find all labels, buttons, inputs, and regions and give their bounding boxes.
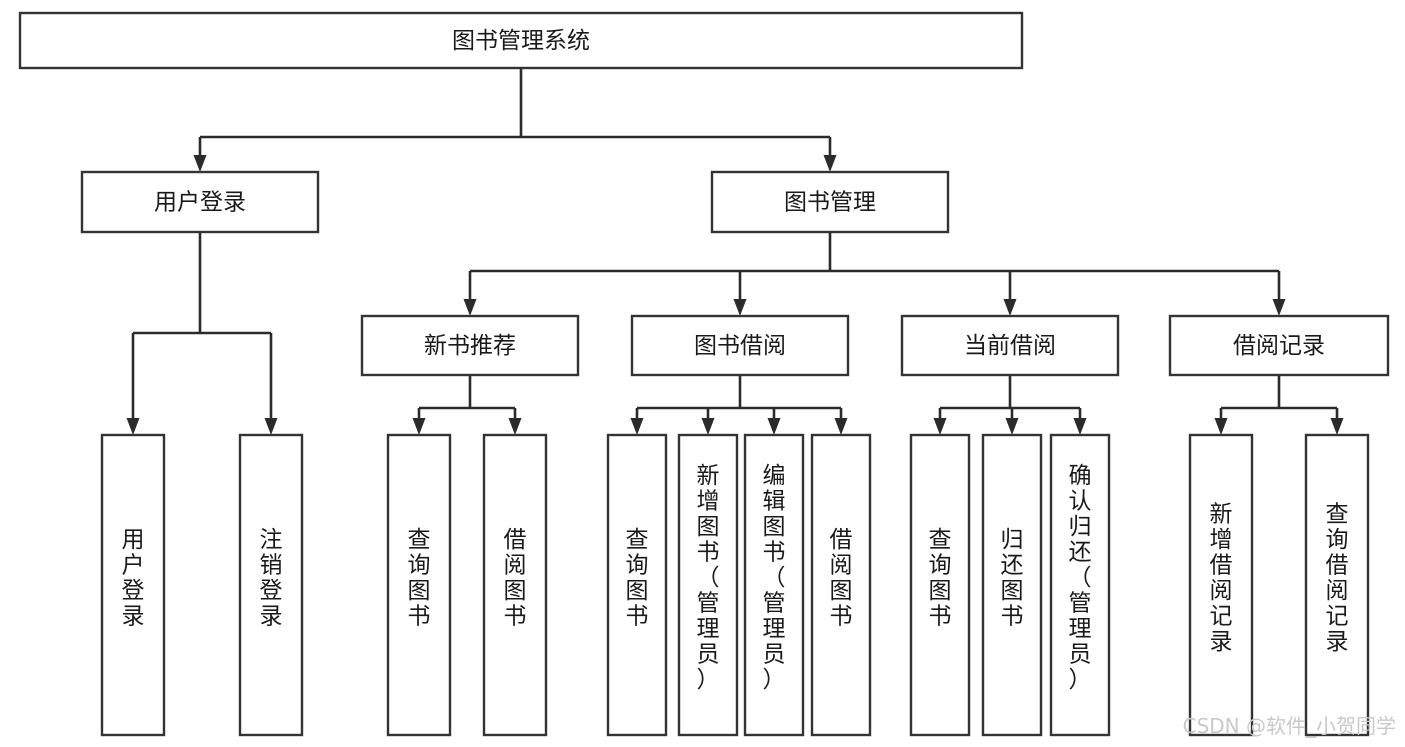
node-label-new-book-rec: 新书推荐 xyxy=(424,333,516,359)
node-current-borrow[interactable]: 当前借阅 xyxy=(900,314,1120,377)
nodes-layer: 图书管理系统用户登录图书管理新书推荐图书借阅当前借阅借阅记录用户登录注销登录查询… xyxy=(18,11,1390,737)
node-leaf-query-book-3[interactable]: 查询图书 xyxy=(909,433,971,737)
edge-group-current-borrow xyxy=(933,375,1087,435)
node-label-current-borrow: 当前借阅 xyxy=(964,333,1056,359)
node-borrow-record[interactable]: 借阅记录 xyxy=(1168,314,1390,377)
edge-group-user-login xyxy=(126,232,278,435)
node-leaf-confirm-return[interactable]: 确认归还（管理员） xyxy=(1049,433,1111,737)
node-box-leaf-query-book-3[interactable] xyxy=(909,433,971,737)
node-box-book-manage[interactable] xyxy=(710,170,950,234)
node-label-leaf-logout: 注销登录 xyxy=(260,527,283,630)
node-label-book-manage: 图书管理 xyxy=(784,190,876,216)
node-leaf-add-record[interactable]: 新增借阅记录 xyxy=(1188,433,1254,737)
node-label-borrow-record: 借阅记录 xyxy=(1233,333,1325,359)
csdn-watermark: CSDN @软件_小贺同学 xyxy=(1183,714,1396,738)
node-root[interactable]: 图书管理系统 xyxy=(18,11,1024,70)
node-label-book-borrow: 图书借阅 xyxy=(694,333,786,359)
node-label-leaf-user-login: 用户登录 xyxy=(122,527,145,630)
edge-group-root xyxy=(193,68,837,172)
node-leaf-edit-book[interactable]: 编辑图书（管理员） xyxy=(743,433,805,737)
node-label-leaf-add-book: 新增图书（管理员） xyxy=(697,463,720,693)
node-label-leaf-borrow-book-2: 借阅图书 xyxy=(830,527,853,630)
node-box-current-borrow[interactable] xyxy=(900,314,1120,377)
edge-group-book-manage xyxy=(463,232,1286,316)
node-label-leaf-borrow-book-1: 借阅图书 xyxy=(504,527,527,630)
node-leaf-query-record[interactable]: 查询借阅记录 xyxy=(1304,433,1370,737)
node-box-user-login[interactable] xyxy=(80,170,320,234)
node-user-login[interactable]: 用户登录 xyxy=(80,170,320,234)
node-label-leaf-query-book-2: 查询图书 xyxy=(626,527,649,630)
node-label-leaf-add-record: 新增借阅记录 xyxy=(1210,501,1233,655)
node-box-leaf-query-book-2[interactable] xyxy=(606,433,668,737)
edge-group-book-borrow xyxy=(630,375,848,435)
node-box-book-borrow[interactable] xyxy=(630,314,850,377)
node-box-leaf-confirm-return[interactable] xyxy=(1049,433,1111,737)
node-box-leaf-add-record[interactable] xyxy=(1188,433,1254,737)
node-box-leaf-query-record[interactable] xyxy=(1304,433,1370,737)
node-box-leaf-logout[interactable] xyxy=(238,433,304,737)
node-label-user-login: 用户登录 xyxy=(154,190,246,216)
node-label-leaf-confirm-return: 确认归还（管理员） xyxy=(1069,463,1092,693)
node-label-leaf-return-book: 归还图书 xyxy=(1001,527,1024,630)
node-box-leaf-user-login[interactable] xyxy=(100,433,166,737)
edge-group-new-book-rec xyxy=(412,375,522,435)
node-leaf-borrow-book-2[interactable]: 借阅图书 xyxy=(810,433,872,737)
node-box-leaf-borrow-book-2[interactable] xyxy=(810,433,872,737)
node-label-leaf-query-book-1: 查询图书 xyxy=(408,527,431,630)
node-box-borrow-record[interactable] xyxy=(1168,314,1390,377)
node-new-book-rec[interactable]: 新书推荐 xyxy=(360,314,580,377)
node-label-leaf-query-record: 查询借阅记录 xyxy=(1326,501,1349,655)
node-leaf-user-login[interactable]: 用户登录 xyxy=(100,433,166,737)
node-leaf-add-book[interactable]: 新增图书（管理员） xyxy=(677,433,739,737)
node-label-leaf-edit-book: 编辑图书（管理员） xyxy=(763,463,786,693)
node-label-root: 图书管理系统 xyxy=(452,28,590,54)
node-leaf-query-book-2[interactable]: 查询图书 xyxy=(606,433,668,737)
node-label-leaf-query-book-3: 查询图书 xyxy=(929,527,952,630)
edges-layer xyxy=(126,68,1344,435)
node-box-new-book-rec[interactable] xyxy=(360,314,580,377)
edge-group-borrow-record xyxy=(1214,375,1344,435)
node-box-root[interactable] xyxy=(18,11,1024,70)
node-leaf-borrow-book-1[interactable]: 借阅图书 xyxy=(482,433,548,737)
node-book-borrow[interactable]: 图书借阅 xyxy=(630,314,850,377)
node-leaf-logout[interactable]: 注销登录 xyxy=(238,433,304,737)
node-box-leaf-borrow-book-1[interactable] xyxy=(482,433,548,737)
node-book-manage[interactable]: 图书管理 xyxy=(710,170,950,234)
node-box-leaf-return-book[interactable] xyxy=(981,433,1043,737)
node-leaf-query-book-1[interactable]: 查询图书 xyxy=(386,433,452,737)
node-box-leaf-edit-book[interactable] xyxy=(743,433,805,737)
node-box-leaf-query-book-1[interactable] xyxy=(386,433,452,737)
node-box-leaf-add-book[interactable] xyxy=(677,433,739,737)
node-leaf-return-book[interactable]: 归还图书 xyxy=(981,433,1043,737)
